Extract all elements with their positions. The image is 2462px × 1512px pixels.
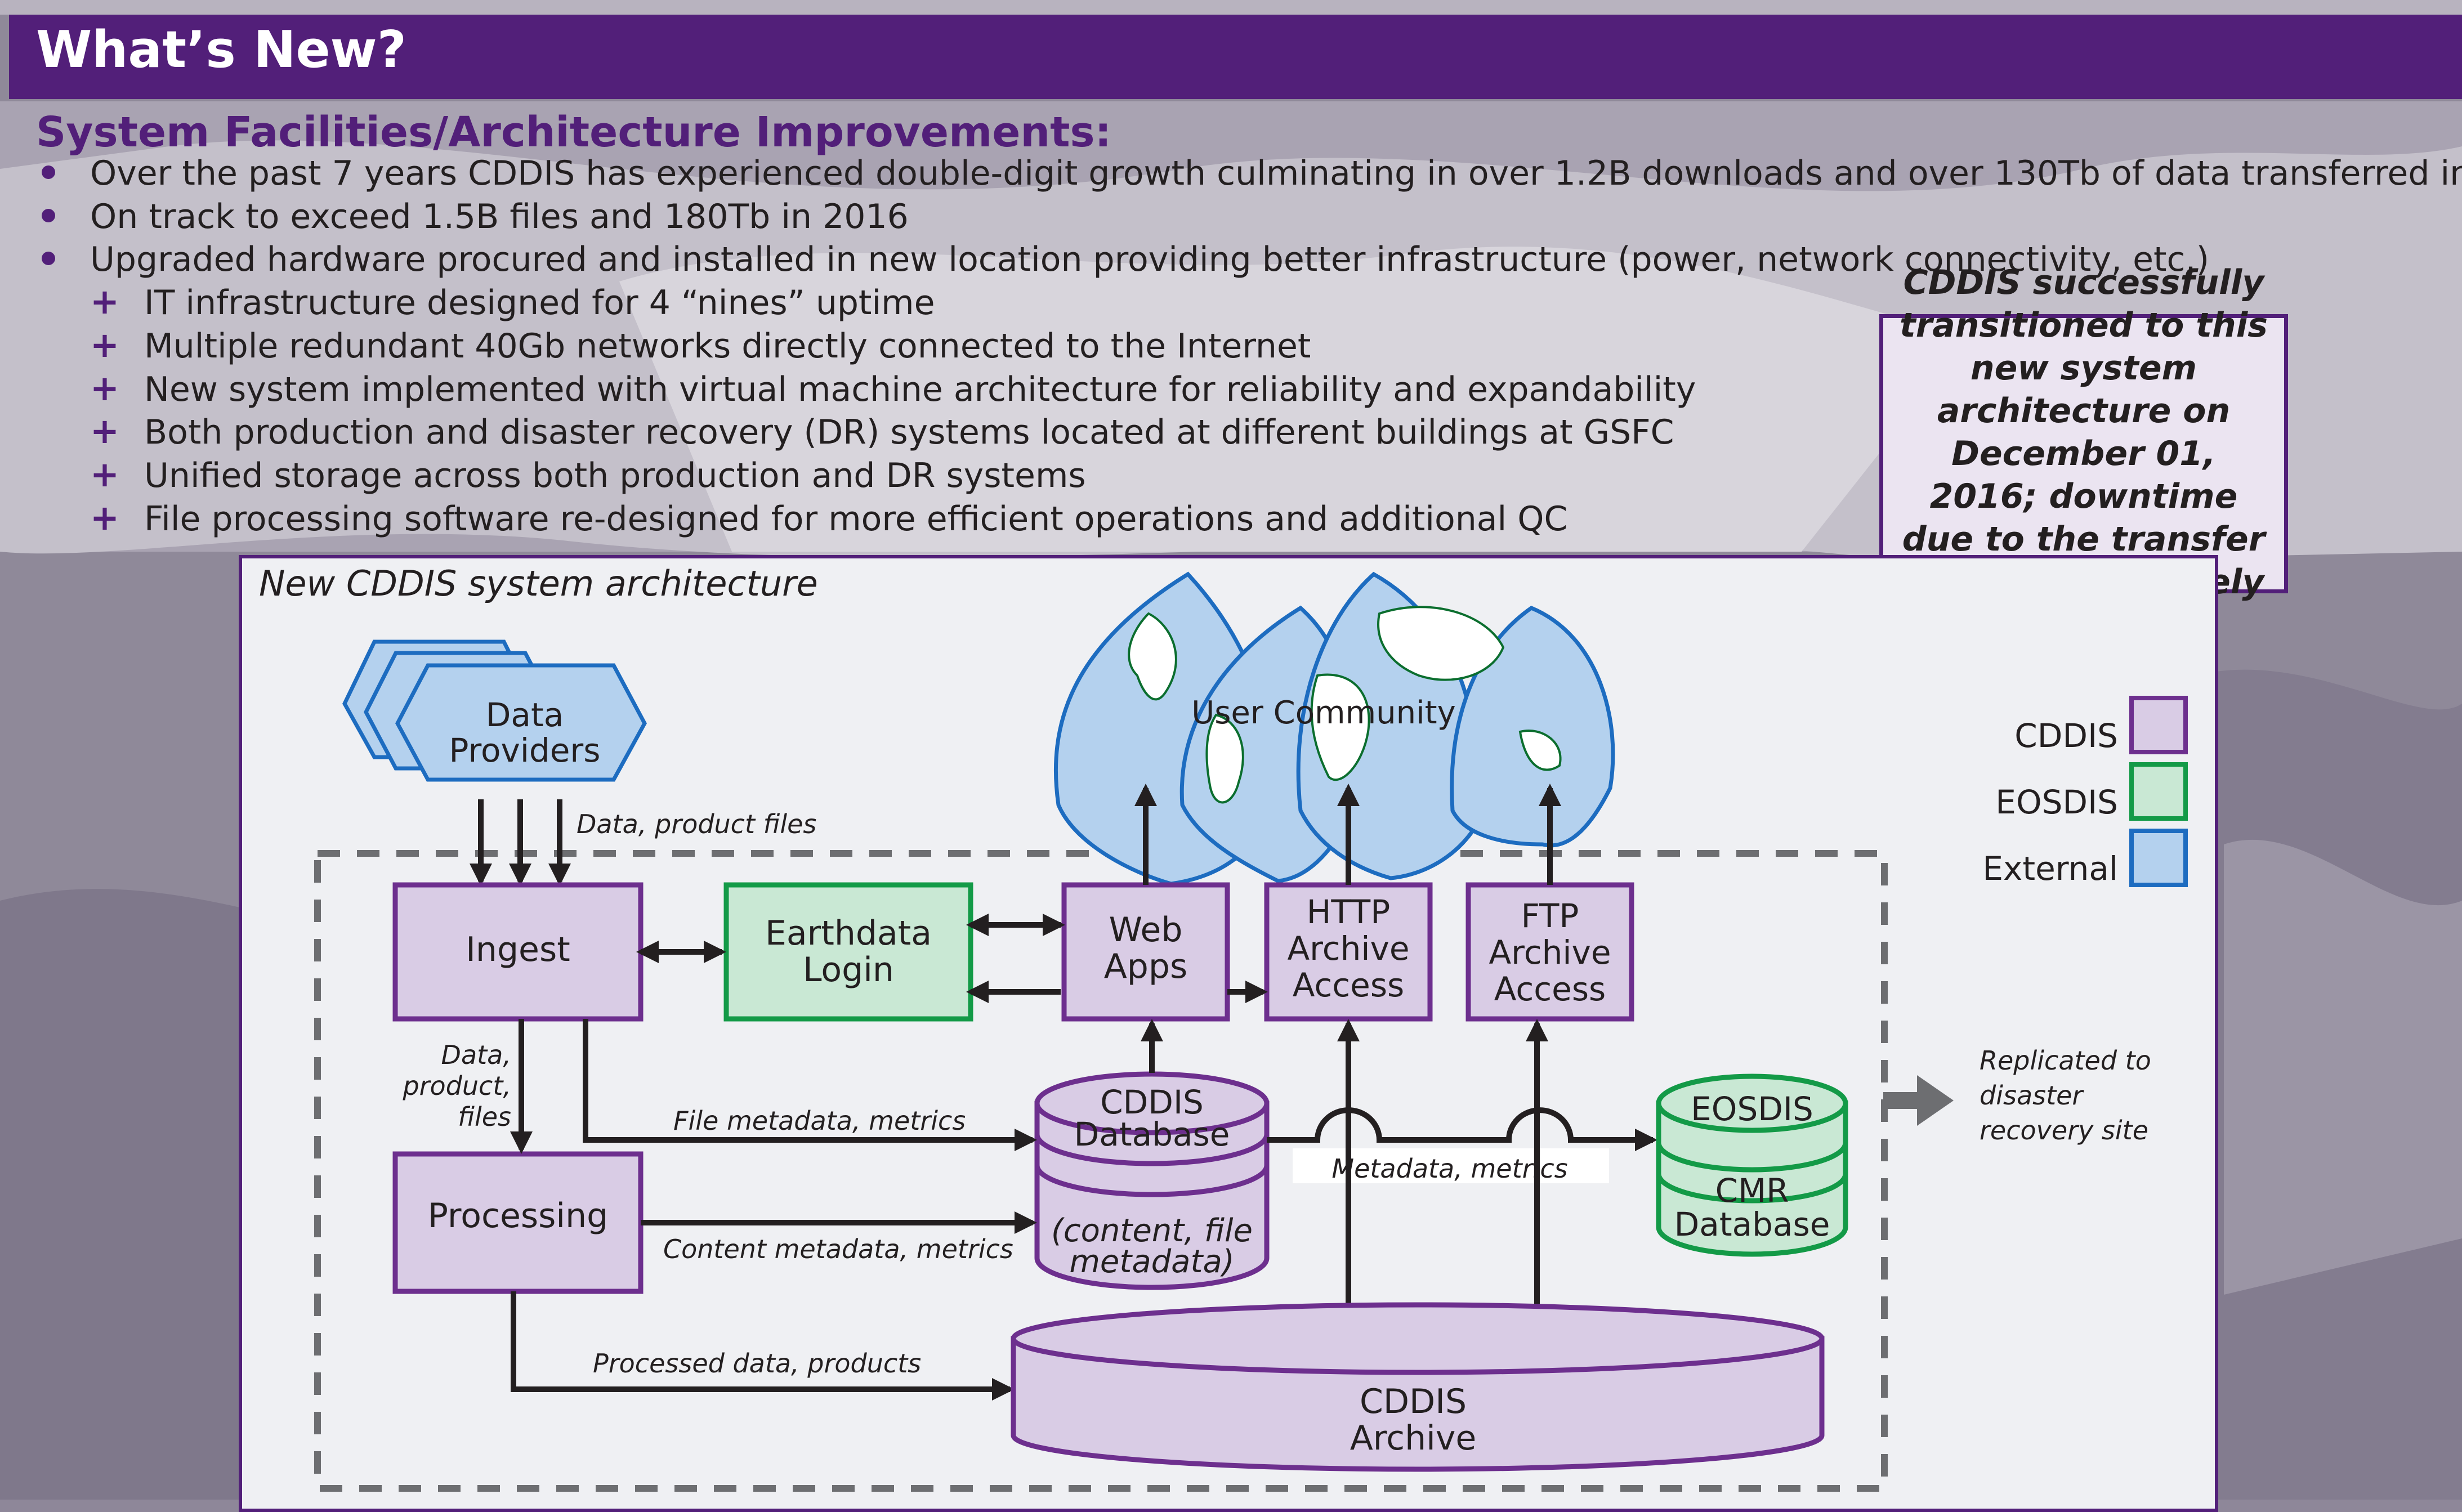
data-providers-label-2: Providers xyxy=(449,731,600,770)
http-label-2: Archive xyxy=(1287,929,1409,968)
http-label-3: Access xyxy=(1293,966,1405,1004)
web-apps-label-2: Apps xyxy=(1104,947,1187,986)
data-providers-node xyxy=(342,639,647,782)
cmr-label-2: CMR xyxy=(1715,1171,1789,1210)
plus-icon: + xyxy=(90,410,119,452)
plus-icon: + xyxy=(90,496,119,538)
archive-label-1: CDDIS xyxy=(1360,1382,1467,1421)
legend-label-eosdis: EOSDIS xyxy=(1995,783,2118,821)
bullet-item: Over the past 7 years CDDIS has experien… xyxy=(34,152,2462,195)
transition-callout: CDDIS successfully transitioned to this … xyxy=(1879,263,2288,645)
archive-label-2: Archive xyxy=(1350,1419,1477,1458)
data-providers-label-1: Data xyxy=(486,696,564,734)
ftp-label-3: Access xyxy=(1494,970,1606,1008)
legend-swatch-cddis xyxy=(2129,696,2188,754)
edge-label-data-1: Data, xyxy=(441,1040,511,1070)
earthdata-login-node xyxy=(723,882,973,1022)
header-bar xyxy=(9,15,2462,99)
web-apps-node xyxy=(1061,882,1230,1022)
replicated-label-3: recovery site xyxy=(1980,1115,2148,1146)
user-community-label: User Community xyxy=(1191,695,1456,731)
sub-bullet-item: +Unified storage across both production … xyxy=(90,453,1086,495)
ftp-label-1: FTP xyxy=(1521,897,1579,935)
page-title: What’s New? xyxy=(36,20,406,79)
cddis-database-node xyxy=(1034,1071,1270,1290)
replicated-arrow-icon xyxy=(1883,1075,1954,1126)
ingest-db-arrow xyxy=(583,1019,1037,1151)
legend-swatch-external xyxy=(2129,829,2188,887)
db-label-1: CDDIS xyxy=(1100,1083,1204,1121)
diagram-title: New CDDIS system architecture xyxy=(259,563,818,604)
earthdata-label-2: Login xyxy=(803,950,894,990)
http-label-1: HTTP xyxy=(1307,893,1390,931)
plus-icon: + xyxy=(90,324,119,365)
cmr-label-1: EOSDIS xyxy=(1691,1090,1813,1128)
plus-icon: + xyxy=(90,281,119,323)
edge-label-content-metadata: Content metadata, metrics xyxy=(663,1234,1013,1264)
edge-label-processed-data: Processed data, products xyxy=(593,1348,921,1379)
earthdata-label-1: Earthdata xyxy=(765,914,932,953)
legend-label-external: External xyxy=(1982,849,2118,888)
replicated-label-1: Replicated to xyxy=(1980,1045,2151,1076)
ingest-node xyxy=(392,882,644,1022)
sub-bullet-item: +New system implemented with virtual mac… xyxy=(90,367,1696,409)
sub-bullet-item: +Multiple redundant 40Gb networks direct… xyxy=(90,324,1311,366)
sub-bullet-item: +Both production and disaster recovery (… xyxy=(90,410,1674,453)
bullet-dot-icon xyxy=(42,252,55,266)
edge-label-file-metadata: File metadata, metrics xyxy=(673,1106,966,1136)
plus-icon: + xyxy=(90,453,119,495)
bullet-dot-icon xyxy=(42,165,55,179)
bullet-item: Upgraded hardware procured and installed… xyxy=(34,238,2455,281)
processing-archive-arrow xyxy=(511,1291,1015,1401)
section-title: System Facilities/Architecture Improveme… xyxy=(36,108,1112,156)
bullet-list: Over the past 7 years CDDIS has experien… xyxy=(34,152,2462,540)
cddis-archive-node xyxy=(1011,1302,1825,1472)
db-cmr-arrow xyxy=(1267,1107,1657,1151)
edge-label-data-3: files xyxy=(458,1102,511,1132)
user-community-globe xyxy=(1054,571,1615,886)
plus-icon: + xyxy=(90,367,119,409)
ftp-label-2: Archive xyxy=(1489,933,1611,972)
db-label-3: (content, file xyxy=(1051,1213,1253,1249)
http-archive-node xyxy=(1264,882,1433,1022)
replicated-label-2: disaster xyxy=(1980,1080,2084,1111)
eosdis-cmr-node xyxy=(1656,1073,1848,1257)
bullet-dot-icon xyxy=(42,208,55,222)
legend-label-cddis: CDDIS xyxy=(2014,717,2118,755)
ingest-label: Ingest xyxy=(466,930,570,969)
processing-label: Processing xyxy=(428,1196,608,1236)
metadata-label-bg xyxy=(1293,1148,1609,1183)
edge-label-metadata-metrics: Metadata, metrics xyxy=(1331,1153,1567,1184)
db-label-2: Database xyxy=(1074,1115,1230,1153)
sub-bullet-item: +IT infrastructure designed for 4 “nines… xyxy=(90,281,935,323)
edge-label-data-product-files: Data, product files xyxy=(577,809,816,839)
db-label-4: metadata) xyxy=(1069,1243,1234,1280)
sub-bullet-item: +File processing software re-designed fo… xyxy=(90,496,1568,539)
bullet-item: On track to exceed 1.5B files and 180Tb … xyxy=(34,195,2455,239)
edge-label-data-2: product, xyxy=(402,1071,511,1101)
web-apps-label-1: Web xyxy=(1109,910,1183,950)
legend: CDDIS EOSDIS External xyxy=(1982,696,2188,888)
cmr-label-3: Database xyxy=(1674,1205,1830,1243)
legend-swatch-eosdis xyxy=(2129,762,2188,821)
